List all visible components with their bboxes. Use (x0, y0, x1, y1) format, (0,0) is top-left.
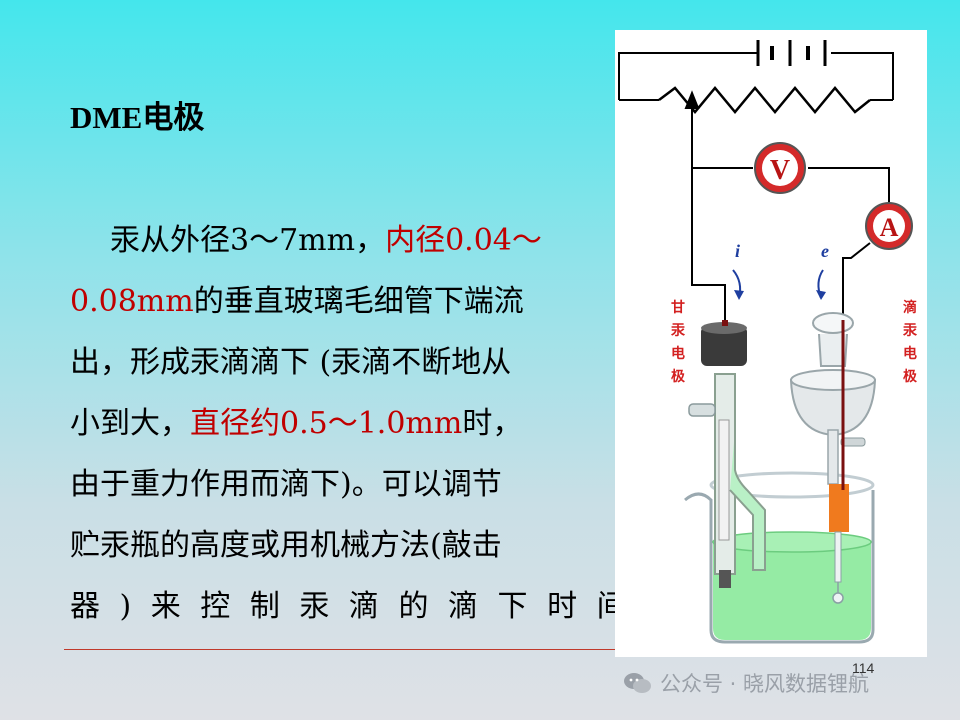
body-line: 器 ) 来 控 制 汞 滴 的 滴 下 时 间 。 (70, 576, 676, 637)
dme-electrode-label: 滴 汞 电 极 (902, 299, 918, 385)
slider-arrow-icon (684, 90, 700, 115)
circuit-diagram: V A i e 甘 汞 电 极 滴 汞 (618, 40, 918, 644)
voltmeter: V (754, 142, 806, 194)
svg-text:A: A (880, 213, 899, 242)
body-line: 小到大，直径约0.5～1.0mm时， (70, 393, 590, 454)
svg-text:滴: 滴 (903, 299, 917, 316)
highlight-text: 0.08mm (70, 284, 194, 319)
page-number: 114 (852, 660, 875, 676)
body-text-segment: 由于重力作用而滴下)。可以调节 (70, 467, 502, 502)
svg-text:V: V (770, 155, 790, 186)
calomel-electrode (688, 320, 766, 588)
body-text-segment: 汞从外径3～7mm， (110, 223, 386, 258)
svg-text:极: 极 (903, 368, 918, 385)
svg-text:电: 电 (903, 345, 917, 362)
body-line: 出，形成汞滴滴下 (汞滴不断地从 (70, 332, 590, 393)
ammeter: A (865, 202, 913, 250)
circuit-wires (618, 52, 894, 320)
body-text-segment: 贮汞瓶的高度或用机械方法(敲击 (70, 528, 502, 563)
body-line: 贮汞瓶的高度或用机械方法(敲击 (70, 515, 590, 576)
svg-text:电: 电 (671, 345, 685, 362)
battery-icon (756, 40, 827, 66)
body-text-segment: 时， (462, 406, 523, 441)
watermark: 公众号 · 晓风数据锂航 (622, 668, 869, 698)
highlight-text: 内径0.04～ (385, 223, 542, 258)
body-line: 由于重力作用而滴下)。可以调节 (70, 454, 590, 515)
wechat-icon (624, 673, 651, 693)
body-text-segment: 的垂直玻璃毛细管下端流 (193, 284, 524, 319)
body-line: 0.08mm的垂直玻璃毛细管下端流 (70, 271, 590, 332)
body-paragraph: 汞从外径3～7mm，内径0.04～0.08mm的垂直玻璃毛细管下端流出，形成汞滴… (70, 210, 676, 637)
body-text-segment: 出，形成汞滴滴下 (汞滴不断地从 (70, 345, 512, 380)
svg-text:甘: 甘 (671, 299, 685, 316)
svg-text:e: e (821, 241, 829, 261)
body-line: 汞从外径3～7mm，内径0.04～ (70, 210, 590, 271)
dropping-mercury-electrode (789, 312, 877, 604)
highlight-text: 直径约0.5～1.0mm (190, 406, 463, 441)
body-text-segment: 器 ) 来 控 制 汞 滴 的 滴 下 时 间 。 (70, 589, 682, 624)
svg-text:汞: 汞 (902, 323, 918, 339)
svg-text:极: 极 (671, 368, 686, 385)
calomel-electrode-label: 甘 汞 电 极 (670, 299, 686, 385)
body-text-segment: 小到大， (70, 406, 190, 441)
slide-title: DME电极 (70, 100, 205, 135)
watermark-text: 公众号 · 晓风数据锂航 (660, 672, 870, 696)
svg-text:i: i (735, 241, 740, 261)
footer-divider (64, 649, 616, 650)
polarograph-diagram: V A i e 甘 汞 电 极 滴 汞 (615, 30, 927, 657)
svg-text:汞: 汞 (670, 323, 686, 339)
